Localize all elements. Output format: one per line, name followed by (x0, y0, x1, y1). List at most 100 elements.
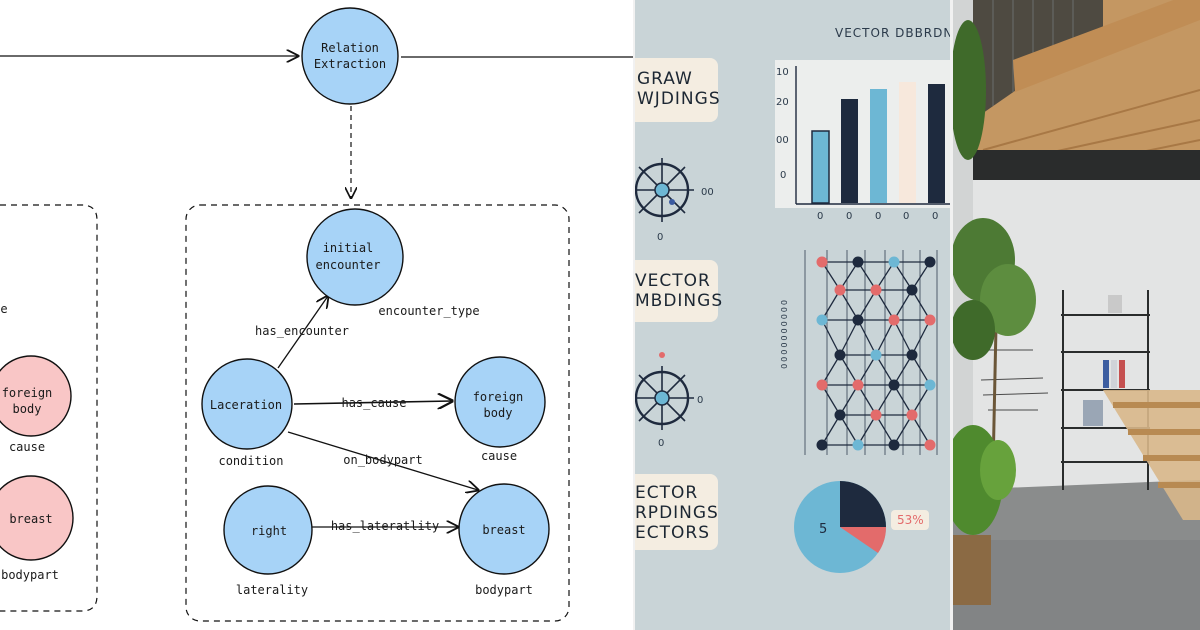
infographic-title: VECTOR DBBRDNI (835, 26, 950, 40)
cause-type-label: cause (481, 449, 517, 463)
pie-chart (794, 481, 887, 573)
bar-tick-1: 10 (776, 67, 789, 78)
right-node (223, 485, 313, 575)
left-partial-type: e (0, 302, 7, 316)
network-node (834, 284, 846, 296)
label-has-encounter: has_encounter (255, 324, 349, 338)
right-label: right (251, 524, 287, 538)
pie-percent: 53% (897, 513, 924, 527)
network-node (888, 379, 900, 391)
network-node (816, 439, 828, 451)
staircase (1103, 390, 1200, 520)
network-node (924, 314, 936, 326)
edge-on-bodypart (287, 431, 478, 490)
initial-encounter-node (306, 208, 404, 306)
bar-chart: 10 20 00 0 0 0 0 0 0 (775, 60, 950, 222)
breast-node (458, 483, 550, 575)
edge-has-encounter (277, 296, 328, 369)
wheel-label-1: 00 (701, 187, 714, 198)
wheel-label-4: 0 (658, 438, 664, 449)
vertical-axis-text: 0000000000 (779, 300, 788, 371)
network-node (924, 379, 936, 391)
condition-type-label: condition (218, 454, 283, 468)
embedding-network (804, 250, 938, 455)
bar-cat-2: 0 (846, 211, 852, 222)
pie-percent-badge (891, 510, 929, 530)
label-on-bodypart: on_bodypart (343, 453, 422, 467)
wheel-icon (635, 352, 694, 430)
panel-divider-2 (950, 0, 953, 630)
bar (928, 84, 945, 203)
network-node (816, 256, 828, 268)
bar (811, 130, 830, 204)
network-node (852, 314, 864, 326)
network-node (906, 284, 918, 296)
bar-tick-3: 00 (776, 135, 789, 146)
relation-extraction-node (301, 7, 399, 105)
network-node (888, 256, 900, 268)
network-node (906, 409, 918, 421)
bar (841, 99, 858, 203)
foreign-body-node (454, 356, 546, 448)
bar-cat-1: 0 (817, 211, 823, 222)
network-node (870, 284, 882, 296)
pie-label: 5 (819, 522, 827, 537)
network-node (852, 439, 864, 451)
network-node (834, 409, 846, 421)
left-breast-label: breast (9, 512, 52, 526)
network-node (816, 314, 828, 326)
encounter-type-label: encounter_type (378, 304, 479, 318)
network-node (888, 439, 900, 451)
left-foreign-body-node (0, 355, 72, 437)
bar-cat-3: 0 (875, 211, 881, 222)
bar-cat-5: 0 (932, 211, 938, 222)
potted-plant (953, 425, 1016, 605)
card-3 (635, 474, 718, 550)
tall-plant (953, 20, 1036, 471)
interior-photo (953, 0, 1200, 630)
network-node (870, 409, 882, 421)
network-node (834, 349, 846, 361)
network-node (888, 314, 900, 326)
network-node (906, 349, 918, 361)
network-node (870, 349, 882, 361)
breast-label: breast (482, 523, 525, 537)
right-dashed-box (185, 204, 570, 622)
left-breast-node (0, 475, 74, 561)
left-dashed-box (0, 204, 98, 612)
network-node (924, 439, 936, 451)
network-node (852, 256, 864, 268)
edge-has-cause (293, 401, 452, 404)
label-has-laterality: has_lateratlity (331, 519, 439, 533)
bar (870, 89, 887, 203)
wheel-label-3: 0 (697, 395, 703, 406)
left-cause-type: cause (9, 440, 45, 454)
photo-canvas (953, 0, 1200, 630)
card-2 (635, 260, 718, 322)
left-bodypart-type: bodypart (1, 568, 59, 582)
network-node (816, 379, 828, 391)
label-has-cause: has_cause (341, 396, 406, 410)
wheel-icon (635, 158, 694, 222)
wheel-label-2: 0 (657, 232, 663, 243)
laterality-type-label: laterality (236, 583, 308, 597)
network-node (852, 379, 864, 391)
bodypart-type-label: bodypart (475, 583, 533, 597)
card-1 (635, 58, 718, 122)
bar (899, 82, 916, 203)
laceration-label: Laceration (210, 398, 282, 412)
network-node (924, 256, 936, 268)
bar-cat-4: 0 (903, 211, 909, 222)
bar-tick-4: 0 (780, 170, 786, 181)
